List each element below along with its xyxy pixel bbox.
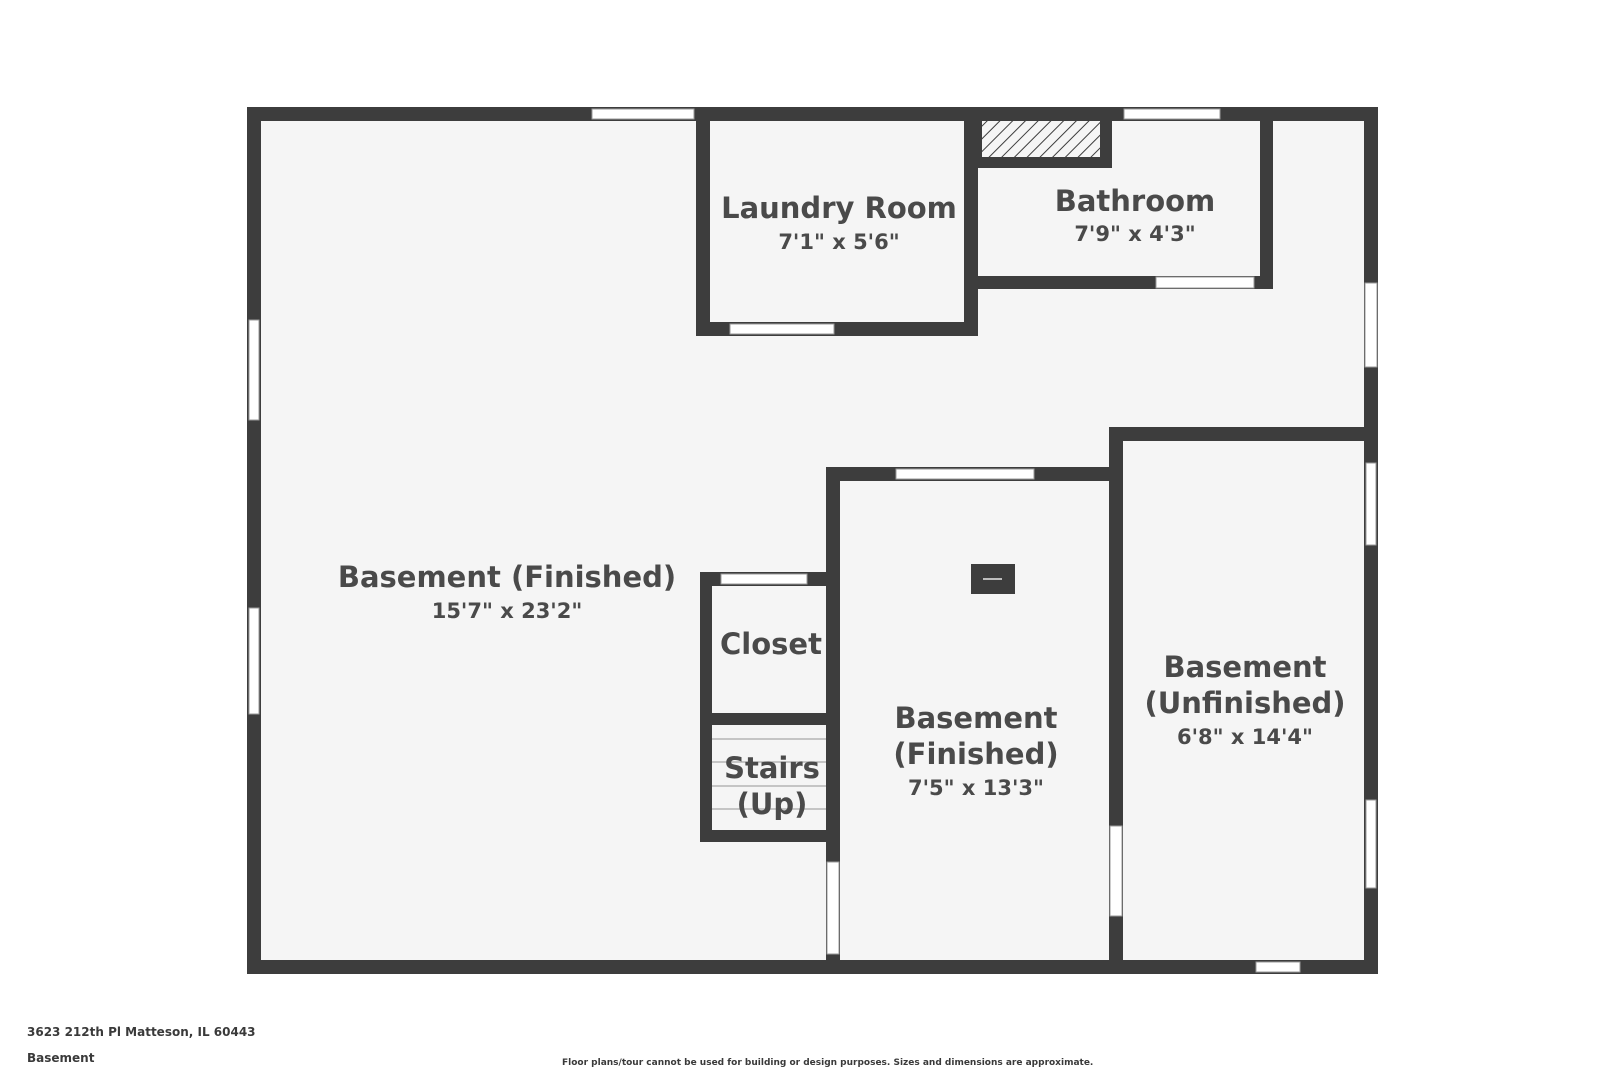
door-bathroom	[1155, 276, 1255, 289]
property-address: 3623 212th Pl Matteson, IL 60443	[27, 1025, 256, 1039]
opening-east	[1364, 282, 1378, 368]
disclaimer: Floor plans/tour cannot be used for buil…	[562, 1058, 1094, 1068]
door-unfinished-left	[1109, 825, 1123, 917]
stair-treads	[712, 738, 826, 810]
room-name-basement-finished-main: Basement (Finished)	[338, 560, 676, 594]
door-basement-small-left	[826, 861, 840, 955]
window-right-upper	[1365, 462, 1377, 546]
room-name-basement-finished-small-line1: Basement	[895, 701, 1058, 735]
window-left-lower	[248, 607, 260, 715]
room-name-bathroom: Bathroom	[1055, 184, 1216, 218]
room-name-closet: Closet	[720, 627, 822, 661]
floor-area	[248, 113, 1372, 968]
shower-hatch	[982, 121, 1100, 157]
room-dims-basement-finished-small: 7'5" x 13'3"	[908, 776, 1044, 800]
room-dims-bathroom: 7'9" x 4'3"	[1074, 222, 1195, 246]
window-bathroom-top	[1123, 108, 1221, 120]
door-basement-small-top	[895, 468, 1035, 480]
door-laundry	[729, 323, 835, 335]
room-dims-basement-unfinished: 6'8" x 14'4"	[1177, 725, 1313, 749]
room-name-basement-unfinished-line2: (Unfinished)	[1144, 686, 1345, 720]
room-dims-laundry: 7'1" x 5'6"	[778, 230, 899, 254]
window-left-upper	[248, 319, 260, 421]
room-name-stairs-line2: (Up)	[737, 787, 808, 821]
window-bottom-right	[1255, 961, 1301, 973]
windows-and-openings	[248, 108, 1378, 973]
window-right-lower	[1365, 799, 1377, 889]
room-name-laundry: Laundry Room	[721, 191, 957, 225]
window-top-left	[591, 108, 695, 120]
room-name-basement-unfinished-line1: Basement	[1164, 650, 1327, 684]
room-name-basement-finished-small-line2: (Finished)	[893, 737, 1058, 771]
room-name-stairs-line1: Stairs	[724, 751, 820, 785]
door-closet	[720, 573, 808, 585]
floor-label: Basement	[27, 1051, 95, 1065]
room-dims-basement-finished-main: 15'7" x 23'2"	[432, 599, 583, 623]
